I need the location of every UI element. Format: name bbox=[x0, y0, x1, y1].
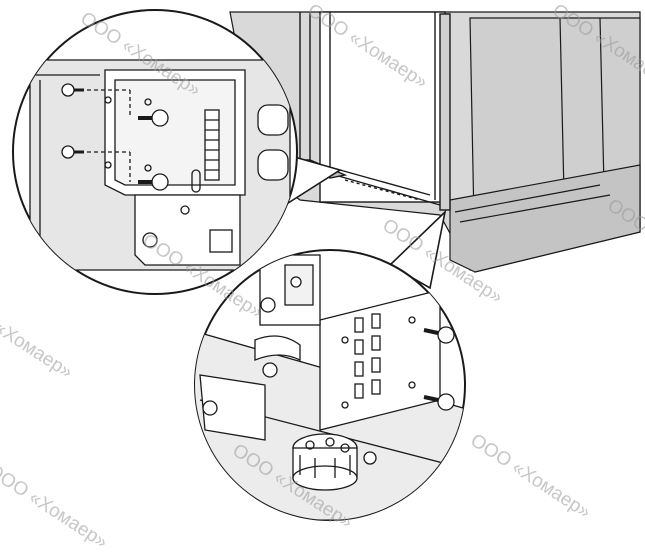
detail-circle-lower-right bbox=[194, 249, 466, 521]
detail-circle-upper-left bbox=[12, 9, 298, 295]
diagram-artwork bbox=[12, 9, 641, 521]
